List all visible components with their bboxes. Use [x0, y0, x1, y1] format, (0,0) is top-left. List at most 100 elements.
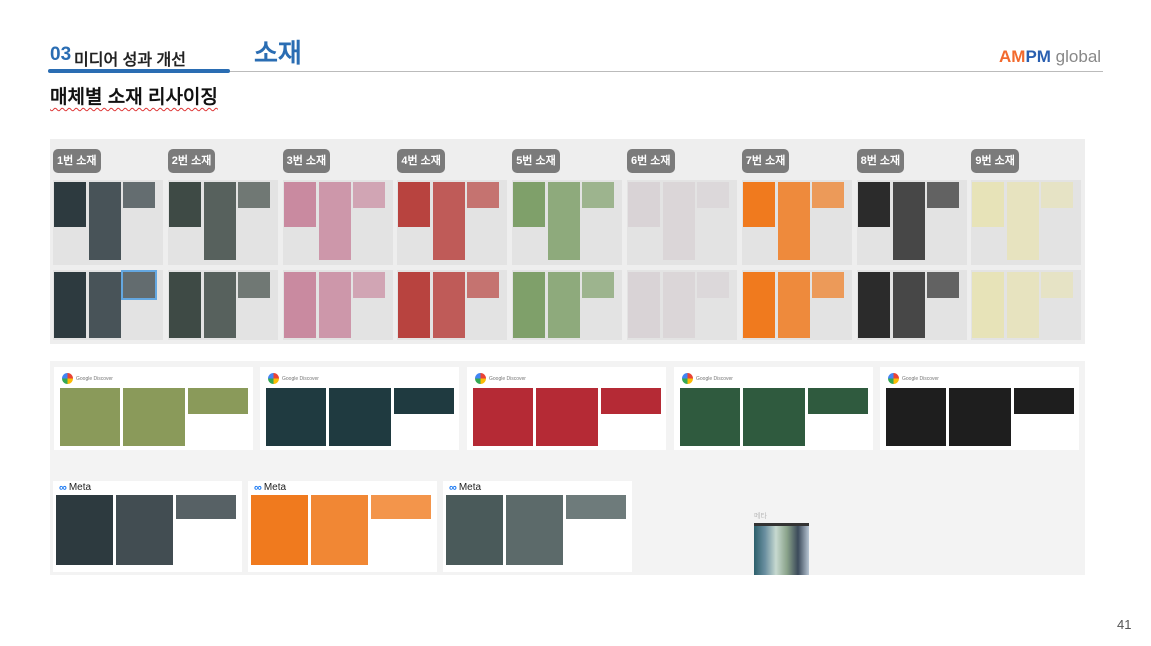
creative-thumbnail[interactable]	[811, 182, 844, 208]
meta-logo-icon: ∞	[449, 482, 457, 494]
creative-thumbnail[interactable]	[663, 182, 695, 260]
ad-thumbnail[interactable]	[446, 495, 503, 565]
topic-title: 소재	[254, 38, 302, 68]
creative-thumbnail[interactable]	[513, 182, 546, 227]
creative-thumbnail[interactable]	[892, 272, 925, 338]
creative-thumbnail[interactable]	[467, 182, 500, 208]
ad-thumbnail[interactable]	[566, 495, 626, 519]
ad-thumbnail[interactable]	[56, 495, 113, 565]
ad-thumbnail[interactable]	[60, 388, 120, 446]
ad-thumbnail[interactable]	[680, 388, 740, 446]
creative-thumbnail[interactable]	[54, 182, 86, 227]
ad-thumbnail[interactable]	[473, 388, 533, 446]
section-title: 미디어 성과 개선	[74, 52, 186, 69]
creative-label: 4번 소재	[397, 149, 445, 173]
creative-thumbnail[interactable]	[168, 272, 201, 338]
ad-thumbnail[interactable]	[743, 388, 805, 446]
creative-thumbnail[interactable]	[926, 182, 959, 208]
creative-thumbnail[interactable]	[513, 272, 546, 338]
section-number: 03	[50, 44, 72, 65]
creative-thumbnail[interactable]	[1007, 272, 1040, 338]
ad-thumbnail[interactable]	[123, 388, 185, 446]
creative-thumbnail[interactable]	[663, 272, 695, 338]
creative-thumbnail[interactable]	[1041, 182, 1074, 208]
creative-thumbnail[interactable]	[467, 272, 500, 298]
ad-thumbnail[interactable]	[536, 388, 598, 446]
creative-thumbnail[interactable]	[123, 182, 155, 208]
creative-thumbnail-row	[627, 270, 737, 340]
creative-thumbnail-row	[971, 180, 1082, 265]
creative-thumbnail[interactable]	[203, 182, 236, 260]
creative-column: 4번 소재	[394, 139, 508, 344]
creative-thumbnail[interactable]	[972, 182, 1005, 227]
ad-thumbnail[interactable]	[311, 495, 368, 565]
creative-label: 6번 소재	[627, 149, 675, 173]
creative-thumbnail[interactable]	[89, 272, 121, 338]
creative-thumbnail[interactable]	[433, 272, 466, 338]
creative-thumbnail[interactable]	[811, 272, 844, 298]
creative-column: 9번 소재	[968, 139, 1082, 344]
creative-thumbnail[interactable]	[972, 272, 1005, 338]
creative-thumbnail[interactable]	[697, 272, 729, 298]
creative-thumbnail[interactable]	[168, 182, 201, 227]
google-discover-header: Google Discover	[888, 373, 939, 384]
creative-thumbnail[interactable]	[742, 182, 775, 227]
ampm-logo: AMPM global	[999, 47, 1101, 67]
creative-thumbnail[interactable]	[89, 182, 121, 260]
ad-thumbnail[interactable]	[116, 495, 173, 565]
google-discover-label: Google Discover	[76, 375, 113, 382]
creative-thumbnail[interactable]	[398, 182, 431, 227]
ad-thumbnail[interactable]	[506, 495, 563, 565]
creative-thumbnail[interactable]	[283, 272, 316, 338]
creative-thumbnail[interactable]	[54, 272, 86, 338]
creative-thumbnail[interactable]	[121, 270, 157, 300]
creative-thumbnail-row	[53, 270, 163, 340]
meta-header: ∞Meta	[254, 482, 286, 494]
ad-thumbnail[interactable]	[266, 388, 326, 446]
creative-thumbnail[interactable]	[283, 182, 316, 227]
meta-logo-icon: ∞	[254, 482, 262, 494]
ad-thumbnail[interactable]	[251, 495, 308, 565]
creative-thumbnail[interactable]	[628, 272, 660, 338]
creative-thumbnail[interactable]	[697, 182, 729, 208]
ad-thumbnail[interactable]	[394, 388, 454, 414]
creative-thumbnail-row	[627, 180, 737, 265]
creative-thumbnail[interactable]	[398, 272, 431, 338]
ad-thumbnail[interactable]	[176, 495, 236, 519]
creative-thumbnail[interactable]	[857, 272, 890, 338]
ad-thumbnail[interactable]	[329, 388, 391, 446]
creative-thumbnail[interactable]	[548, 272, 581, 338]
creative-thumbnail[interactable]	[203, 272, 236, 338]
creative-thumbnail[interactable]	[892, 182, 925, 260]
creative-thumbnail[interactable]	[1041, 272, 1074, 298]
ad-thumbnail[interactable]	[808, 388, 868, 414]
creative-thumbnail[interactable]	[582, 182, 615, 208]
ad-thumbnail[interactable]	[188, 388, 248, 414]
ad-thumbnail[interactable]	[371, 495, 431, 519]
creative-thumbnail-row	[741, 180, 852, 265]
creative-column: 3번 소재	[280, 139, 394, 344]
ad-thumbnail[interactable]	[949, 388, 1011, 446]
creative-thumbnail-row	[741, 270, 852, 340]
creative-thumbnail[interactable]	[237, 272, 270, 298]
ad-thumbnail[interactable]	[601, 388, 661, 414]
creative-thumbnail[interactable]	[742, 272, 775, 338]
creative-thumbnail[interactable]	[777, 272, 810, 338]
creative-thumbnail[interactable]	[1007, 182, 1040, 260]
creative-thumbnail[interactable]	[318, 182, 351, 260]
ad-thumbnail[interactable]	[886, 388, 946, 446]
creative-thumbnail[interactable]	[857, 182, 890, 227]
creative-thumbnail[interactable]	[433, 182, 466, 260]
creative-thumbnail[interactable]	[352, 182, 385, 208]
creative-thumbnail-row	[397, 270, 508, 340]
creative-thumbnail[interactable]	[628, 182, 660, 227]
creative-thumbnail[interactable]	[926, 272, 959, 298]
creative-thumbnail[interactable]	[237, 182, 270, 208]
creative-thumbnail[interactable]	[318, 272, 351, 338]
creative-thumbnail[interactable]	[777, 182, 810, 260]
creative-thumbnail[interactable]	[582, 272, 615, 298]
creative-thumbnail[interactable]	[352, 272, 385, 298]
creative-thumbnail-row	[282, 180, 393, 265]
ad-thumbnail[interactable]	[1014, 388, 1074, 414]
creative-thumbnail[interactable]	[548, 182, 581, 260]
